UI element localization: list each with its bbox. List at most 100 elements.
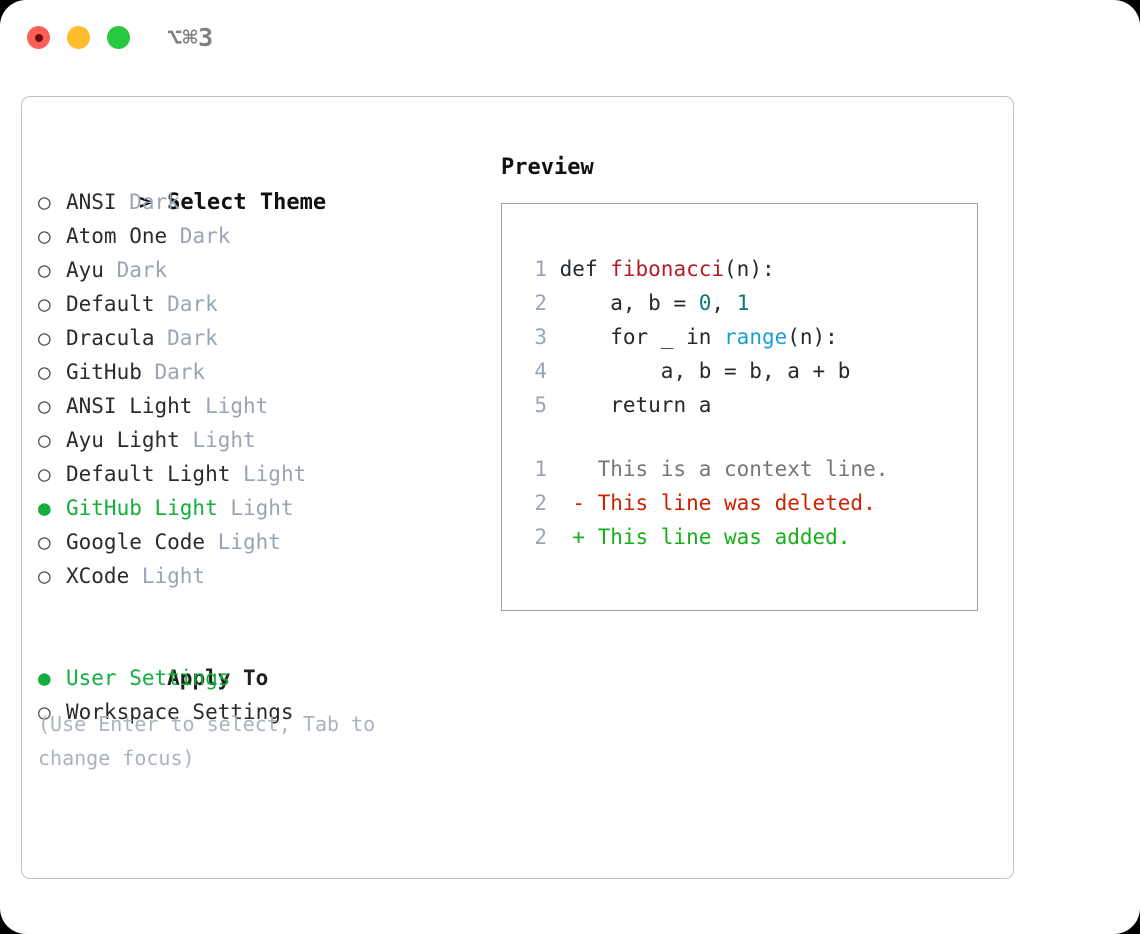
diff-text: - This line was deleted. — [547, 491, 876, 515]
maximize-window-icon[interactable] — [107, 26, 130, 49]
theme-variant-tag: Light — [179, 428, 256, 452]
diff-line: 2 - This line was deleted. — [521, 486, 969, 520]
theme-list: ○ANSI Dark○Atom One Dark○Ayu Dark○Defaul… — [38, 185, 493, 593]
diff-lines: 1 This is a context line.2 - This line w… — [521, 452, 969, 554]
apply-to-header: ·Apply To — [38, 627, 493, 690]
theme-variant-tag: Light — [192, 394, 269, 418]
line-number: 5 — [534, 393, 547, 417]
radio-unselected-icon[interactable]: ○ — [38, 428, 51, 452]
line-number: 2 — [534, 491, 547, 515]
theme-list-item[interactable]: ○ANSI Dark — [38, 185, 493, 219]
theme-list-item[interactable]: ○ Dracula Dark — [38, 321, 493, 355]
code-token: a, b = — [559, 291, 699, 315]
line-number: 4 — [534, 359, 547, 383]
theme-name: Dracula — [66, 326, 155, 350]
radio-unselected-icon[interactable]: ○ — [38, 462, 51, 486]
diff-line: 2 + This line was added. — [521, 520, 969, 554]
code-indent — [547, 359, 560, 383]
code-token: range — [724, 325, 788, 349]
window-titlebar: ⌥⌘3 — [0, 0, 1140, 78]
line-number: 3 — [534, 325, 547, 349]
theme-list-item[interactable]: ○ Ayu Dark — [38, 253, 493, 287]
preview-title: Preview — [501, 155, 594, 180]
close-window-icon[interactable] — [27, 26, 50, 49]
theme-name: Default — [66, 292, 155, 316]
minimize-window-icon[interactable] — [67, 26, 90, 49]
theme-list-item[interactable]: ● GitHub Light Light — [38, 491, 493, 525]
theme-list-item[interactable]: ○GitHub Dark — [38, 355, 493, 389]
code-token: def — [559, 257, 611, 281]
code-token: for _ in — [559, 325, 725, 349]
apply-to-title: Apply To — [167, 666, 269, 690]
traffic-lights — [27, 26, 130, 49]
theme-name: GitHub — [66, 360, 142, 384]
radio-unselected-icon[interactable]: ○ — [38, 394, 51, 418]
theme-list-item[interactable]: ○ Default Light Light — [38, 457, 493, 491]
caret-icon: > — [139, 190, 152, 214]
theme-name: XCode — [66, 564, 130, 588]
radio-selected-icon[interactable]: ● — [38, 666, 51, 690]
theme-name: Ayu — [66, 258, 104, 282]
select-theme-title: Select Theme — [167, 190, 327, 215]
code-token: fibonacci — [610, 257, 725, 281]
radio-unselected-icon[interactable]: ○ — [38, 564, 51, 588]
theme-list-item[interactable]: ○ANSI Light Light — [38, 389, 493, 423]
theme-variant-tag: Dark — [116, 190, 180, 214]
select-theme-header: > Select Theme — [38, 151, 493, 215]
code-line: 1 def fibonacci(n): — [521, 252, 969, 286]
theme-list-item[interactable]: ○Google Code Light — [38, 525, 493, 559]
radio-unselected-icon[interactable]: ○ — [38, 190, 51, 214]
theme-variant-tag: Light — [129, 564, 206, 588]
section-spacer — [38, 593, 493, 627]
theme-picker-panel: >Select Theme ○ANSI Dark○Atom One Dark○A… — [21, 96, 1014, 879]
apply-to-option[interactable]: ○ Workspace Settings — [38, 695, 493, 729]
code-token: (n): — [787, 325, 838, 349]
code-line: 2 a, b = 0, 1 — [521, 286, 969, 320]
diff-text: + This line was added. — [547, 525, 851, 549]
code-indent — [547, 291, 560, 315]
keyboard-shortcut-label: ⌥⌘3 — [167, 23, 214, 52]
theme-name: Ayu Light — [66, 428, 180, 452]
line-number: 1 — [534, 457, 547, 481]
code-line: 4 a, b = b, a + b — [521, 354, 969, 388]
theme-name: Atom One — [66, 224, 168, 248]
diff-text: This is a context line. — [547, 457, 889, 481]
theme-list-item[interactable]: ○ Ayu Light Light — [38, 423, 493, 457]
keyboard-hint-text: (Use Enter to select, Tab to change focu… — [38, 712, 376, 770]
apply-to-option[interactable]: ● User Settings — [38, 661, 493, 695]
radio-unselected-icon[interactable]: ○ — [38, 700, 51, 724]
theme-selection-column: >Select Theme ○ANSI Dark○Atom One Dark○A… — [38, 151, 493, 729]
theme-name: GitHub Light — [66, 496, 218, 520]
theme-variant-tag: Light — [230, 462, 307, 486]
theme-variant-tag: Dark — [154, 326, 218, 350]
radio-unselected-icon[interactable]: ○ — [38, 224, 51, 248]
code-token: a, b = b, a + b — [559, 359, 851, 383]
code-token: , — [711, 291, 737, 315]
line-number: 2 — [534, 291, 547, 315]
radio-selected-icon[interactable]: ● — [38, 496, 51, 520]
theme-list-item[interactable]: ○ Default Dark — [38, 287, 493, 321]
apply-to-label: User Settings — [66, 666, 231, 690]
theme-name: Default Light — [66, 462, 231, 486]
apply-to-label: Workspace Settings — [66, 700, 294, 724]
code-token: return a — [559, 393, 712, 417]
radio-unselected-icon[interactable]: ○ — [38, 326, 51, 350]
line-number: 2 — [534, 525, 547, 549]
theme-list-item[interactable]: ○ Atom One Dark — [38, 219, 493, 253]
radio-unselected-icon[interactable]: ○ — [38, 360, 51, 384]
theme-variant-tag: Dark — [103, 258, 168, 282]
radio-unselected-icon[interactable]: ○ — [38, 258, 51, 282]
radio-unselected-icon[interactable]: ○ — [38, 292, 51, 316]
code-diff-spacer — [521, 422, 969, 452]
theme-list-item[interactable]: ○ XCode Light — [38, 559, 493, 593]
code-token: 1 — [736, 291, 750, 315]
theme-variant-tag: Dark — [167, 224, 231, 248]
code-line: 5 return a — [521, 388, 969, 422]
theme-variant-tag: Light — [217, 496, 294, 520]
theme-variant-tag: Dark — [154, 292, 218, 316]
code-line: 3 for _ in range(n): — [521, 320, 969, 354]
radio-unselected-icon[interactable]: ○ — [38, 530, 51, 554]
apply-to-list: ● User Settings ○ Workspace Settings — [38, 661, 493, 729]
